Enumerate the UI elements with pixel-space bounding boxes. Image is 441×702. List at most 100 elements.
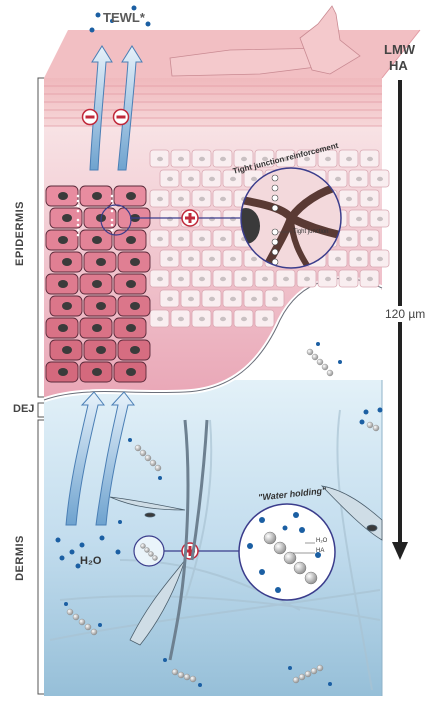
cell-nucleus bbox=[178, 316, 184, 322]
cell-nucleus bbox=[262, 276, 268, 282]
cell-nucleus bbox=[178, 156, 184, 162]
cell-nucleus bbox=[188, 296, 194, 302]
cell-nucleus bbox=[178, 276, 184, 282]
cell-nucleus bbox=[283, 276, 289, 282]
cell-nucleus bbox=[230, 296, 236, 302]
cell-nucleus bbox=[367, 236, 373, 242]
keratinocyte-column bbox=[45, 185, 151, 383]
cell-nucleus bbox=[241, 156, 247, 162]
junction-focus-ring bbox=[100, 204, 132, 236]
skin-flakes bbox=[169, 5, 361, 77]
cell-nucleus bbox=[230, 176, 236, 182]
depth-label: 120 µm bbox=[385, 306, 426, 322]
cell-nucleus bbox=[367, 276, 373, 282]
cell-nucleus bbox=[367, 156, 373, 162]
cell-nucleus bbox=[325, 276, 331, 282]
cell-nucleus bbox=[377, 216, 383, 222]
cell-nucleus bbox=[325, 156, 331, 162]
tewl-arrows bbox=[65, 45, 143, 526]
cell-nucleus bbox=[377, 256, 383, 262]
layer-brackets bbox=[37, 77, 46, 695]
cell-nucleus bbox=[251, 176, 257, 182]
cell-nucleus bbox=[92, 192, 102, 200]
water-holding-inset bbox=[238, 503, 336, 601]
cell-nucleus bbox=[188, 256, 194, 262]
cell-nucleus bbox=[62, 214, 72, 222]
cell-nucleus bbox=[346, 276, 352, 282]
tight-junction-dots bbox=[76, 194, 114, 237]
cell-nucleus bbox=[126, 368, 136, 376]
cell-nucleus bbox=[178, 196, 184, 202]
epidermis-label: EPIDERMIS bbox=[14, 200, 26, 266]
cell-nucleus bbox=[157, 276, 163, 282]
cell-nucleus bbox=[283, 156, 289, 162]
cell-nucleus bbox=[58, 192, 68, 200]
cell-nucleus bbox=[58, 280, 68, 288]
cell-nucleus bbox=[62, 346, 72, 354]
cell-nucleus bbox=[230, 256, 236, 262]
cell-nucleus bbox=[356, 256, 362, 262]
cell-nucleus bbox=[209, 256, 215, 262]
dej-label: DEJ bbox=[13, 403, 35, 415]
cell-nucleus bbox=[157, 236, 163, 242]
cell-nucleus bbox=[220, 316, 226, 322]
cell-nucleus bbox=[241, 316, 247, 322]
cell-nucleus bbox=[130, 346, 140, 354]
fibroblasts bbox=[109, 485, 383, 646]
lmw-label-line1: LMW bbox=[384, 42, 416, 57]
cell-nucleus bbox=[92, 368, 102, 376]
cell-nucleus bbox=[377, 176, 383, 182]
cell-nucleus bbox=[346, 236, 352, 242]
tewl-label: TEWL* bbox=[103, 10, 145, 25]
cell-nucleus bbox=[220, 236, 226, 242]
cell-nucleus bbox=[92, 280, 102, 288]
tight-junction-inset bbox=[240, 167, 342, 269]
cell-nucleus bbox=[58, 236, 68, 244]
cell-nucleus bbox=[209, 176, 215, 182]
cell-nucleus bbox=[96, 346, 106, 354]
cell-nucleus bbox=[126, 192, 136, 200]
lmw-label-line2: HA bbox=[389, 58, 408, 73]
cell-nucleus bbox=[126, 280, 136, 288]
cell-nucleus bbox=[58, 368, 68, 376]
cell-nucleus bbox=[126, 324, 136, 332]
cell-nucleus bbox=[262, 156, 268, 162]
cell-nucleus bbox=[220, 156, 226, 162]
cell-nucleus bbox=[62, 258, 72, 266]
cell-nucleus bbox=[251, 256, 257, 262]
cell-nucleus bbox=[96, 258, 106, 266]
cell-nucleus bbox=[126, 236, 136, 244]
cell-nucleus bbox=[272, 296, 278, 302]
cell-nucleus bbox=[356, 216, 362, 222]
cell-nucleus bbox=[367, 196, 373, 202]
cell-nucleus bbox=[157, 196, 163, 202]
cell-nucleus bbox=[304, 276, 310, 282]
cell-nucleus bbox=[96, 302, 106, 310]
cell-nucleus bbox=[199, 196, 205, 202]
cell-nucleus bbox=[346, 156, 352, 162]
cell-nucleus bbox=[92, 236, 102, 244]
plus-circle-icon bbox=[181, 209, 199, 227]
cell-nucleus bbox=[130, 258, 140, 266]
cell-nucleus bbox=[130, 302, 140, 310]
dermis-label: DERMIS bbox=[14, 535, 26, 581]
tight-junction-label: Tight junction bbox=[293, 229, 329, 235]
cell-nucleus bbox=[188, 176, 194, 182]
cell-nucleus bbox=[199, 276, 205, 282]
cell-nucleus bbox=[346, 196, 352, 202]
cell-nucleus bbox=[335, 256, 341, 262]
cell-nucleus bbox=[262, 316, 268, 322]
h2o-label: H₂O bbox=[80, 555, 102, 567]
cell-nucleus bbox=[167, 176, 173, 182]
cell-nucleus bbox=[157, 316, 163, 322]
cell-nucleus bbox=[62, 302, 72, 310]
cell-nucleus bbox=[220, 196, 226, 202]
cell-nucleus bbox=[199, 156, 205, 162]
cell-nucleus bbox=[209, 296, 215, 302]
water-molecules bbox=[55, 5, 383, 687]
cell-nucleus bbox=[220, 276, 226, 282]
minus-circle-icon bbox=[81, 108, 130, 126]
cell-nucleus bbox=[167, 256, 173, 262]
cell-nucleus bbox=[58, 324, 68, 332]
